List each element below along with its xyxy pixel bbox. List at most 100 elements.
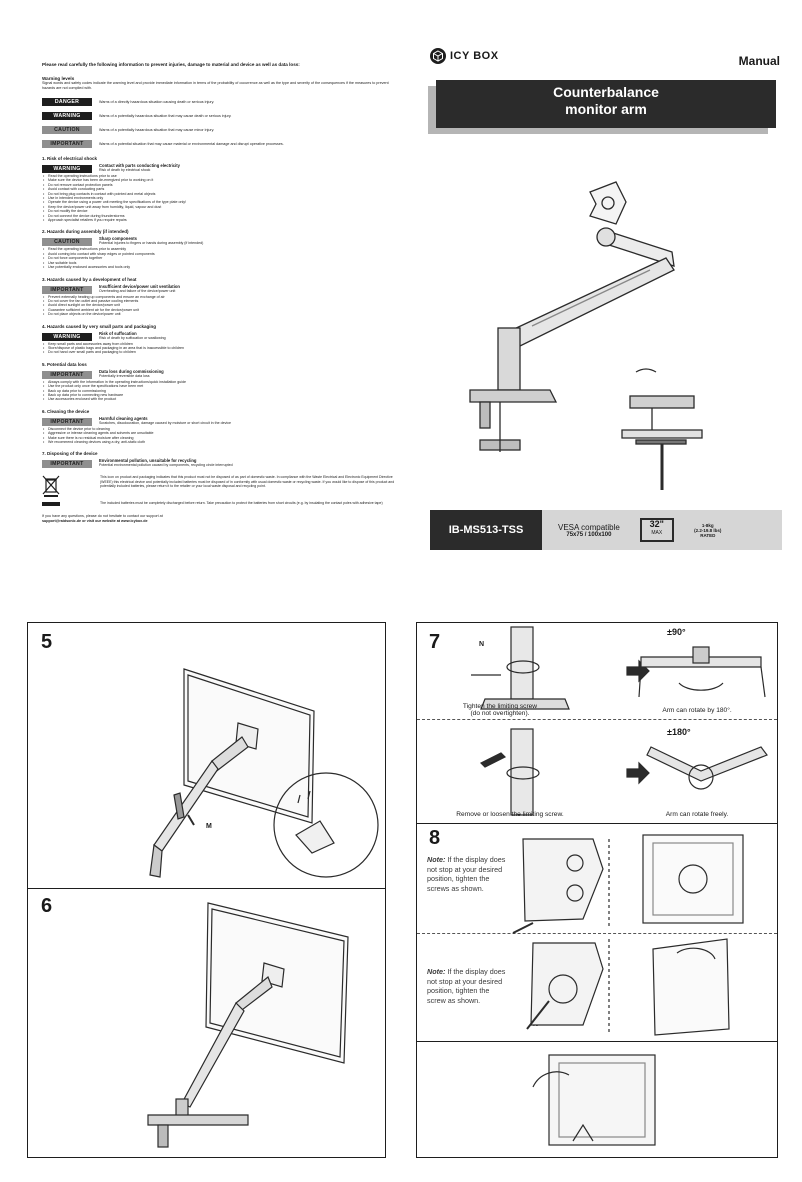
section-bullet: We recommend cleaning devices using a dr… [43, 440, 402, 445]
caption-tighten-line-1: Tighten the limiting screw [462, 703, 538, 710]
warning-level-label: WARNING [42, 112, 92, 120]
screen-size: 32" [649, 519, 664, 529]
cube-logo-icon [430, 48, 446, 64]
section-signal-label: IMPORTANT [42, 417, 92, 426]
step-7-caption-tighten: Tighten the limiting screw (do not overt… [425, 703, 575, 717]
safety-information: Please read carefully the following info… [42, 62, 402, 524]
section-bullet: Use potentially enclosed accessories and… [43, 265, 402, 270]
section-hazard-head: Data loss during commissioning [99, 368, 164, 374]
section-bullet: Do not hand over small parts and packagi… [43, 350, 402, 355]
step-8-number: 8 [429, 827, 441, 849]
product-info-bar: IB-MS513-TSS VESA compatible 75x75 / 100… [430, 510, 782, 550]
title-line-1: Counterbalance [553, 84, 659, 100]
section-bullet: Operate the device using a power unit me… [43, 200, 402, 205]
brand-logo: ICY BOX [430, 48, 499, 64]
section-bullet: Do not remove contact protection panels [43, 183, 402, 188]
section-signal-label: CAUTION [42, 238, 92, 247]
brand-name: ICY BOX [450, 50, 499, 62]
section-bullet: Avoid contact with conducting parts [43, 187, 402, 192]
section-hazard-sub: Potential environmental pollution caused… [99, 463, 233, 468]
section-bullet: Make sure the device has been de-energiz… [43, 178, 402, 183]
title-line-2: monitor arm [565, 101, 647, 117]
section-bullet: Do not cover the fan outlet and passive … [43, 299, 402, 304]
step-8-dashed-divider [417, 933, 777, 934]
step-7-dashed-divider [417, 719, 777, 720]
section-bullets: Keep small parts and accessories away fr… [42, 342, 402, 356]
safety-section: 4. Hazards caused by very small parts an… [42, 324, 402, 355]
caption-rotate-freely: Arm can rotate freely. [665, 811, 729, 818]
safety-section: 2. Hazards during assembly (if intended)… [42, 229, 402, 270]
section-bullet: Keep small parts and accessories away fr… [43, 342, 402, 347]
section-title: 5. Potential data loss [42, 361, 87, 367]
section-bullet: Prevent externally heating up components… [43, 295, 402, 300]
section-bullet: Keep the device/power unit away from hum… [43, 205, 402, 210]
support-contact: If you have any questions, please do not… [42, 514, 402, 524]
steps-7-8-panel: 7 N ±90° ±180° Tighten the limiting scre… [416, 622, 778, 1158]
section-title: 6. Cleaning the device [42, 408, 90, 414]
label-m: M [206, 823, 212, 830]
crossed-bin-icon [42, 476, 60, 498]
caption-tighten-line-2: (do not overtighten). [470, 710, 530, 717]
warning-level-label: DANGER [42, 98, 92, 106]
section-bullets: Read the operating instructions prior to… [42, 247, 402, 269]
battery-bar-icon [42, 501, 60, 506]
section-title: 7. Disposing of the device [42, 451, 98, 457]
section-bullets: Prevent externally heating up components… [42, 295, 402, 317]
section-bullet: Guarantee sufficient ambient air for the… [43, 308, 402, 313]
panel-divider [28, 888, 385, 889]
section-title: 3. Hazards caused by a development of he… [42, 276, 137, 282]
section-bullet: Back up data prior to connecting new har… [43, 393, 402, 398]
warning-levels-text: Signal words and safety codes indicate t… [42, 81, 389, 90]
rotation-90-label: ±90° [667, 627, 686, 637]
section-bullet: Aggressive or intense cleaning agents an… [43, 431, 402, 436]
warning-levels-title: Warning levels [42, 76, 75, 81]
step-6-number: 6 [41, 895, 53, 917]
section-signal-label: IMPORTANT [42, 285, 92, 294]
section-bullet: Avoid coming into contact with sharp edg… [43, 252, 402, 257]
steps-5-6-panel: 5 6 M [27, 622, 386, 1158]
section-bullets: Disconnect the device prior to cleaningA… [42, 427, 402, 445]
screen-size-icon: 32" MAX [639, 518, 674, 542]
section-bullet: Do not bring plug contacts in contact wi… [43, 192, 402, 197]
section-bullet: Approach specialist retailers if you req… [43, 218, 402, 223]
vesa-line-1: VESA compatible [558, 522, 620, 532]
spec-strip: VESA compatible 75x75 / 100x100 32" MAX … [542, 510, 782, 550]
section-bullets: Read the operating instructions prior to… [42, 174, 402, 223]
section-bullet: Store/dispose of plastic bags and packag… [43, 346, 402, 351]
safety-section: 3. Hazards caused by a development of he… [42, 277, 402, 317]
step-6-illustration [147, 902, 349, 1148]
section-bullet: Use suitable tools [43, 261, 402, 266]
section-hazard-sub: Overheating and failure of the device/po… [99, 288, 176, 293]
product-title-box: Counterbalance monitor arm [436, 80, 776, 128]
section-title: 4. Hazards caused by very small parts an… [42, 323, 157, 329]
screen-max: MAX [651, 530, 663, 536]
label-n-step7: N [479, 641, 485, 648]
section-hazard-head: Risk of suffocation [99, 330, 137, 336]
vesa-line-2: 75x75 / 100x100 [566, 531, 612, 538]
section-hazard-sub: Potential injuries to fingers or hands d… [99, 241, 204, 246]
safety-intro: Please read carefully the following info… [42, 62, 300, 67]
caption-loosen-screw: Remove or loosen the limiting screw. [456, 811, 564, 818]
warning-level-text: Warns of a directly hazardous situation … [99, 100, 215, 104]
section-bullet: Do not place objects on the device/power… [43, 312, 402, 317]
caption-rotate-180: Arm can rotate by 180°. [662, 707, 732, 714]
warning-level-text: Warns of a potentially hazardous situati… [99, 128, 215, 132]
step-8-bottom-divider [417, 1041, 777, 1042]
section-bullet: Always comply with the information in th… [43, 380, 402, 385]
section-bullet: Do not force components together [43, 256, 402, 261]
section-bullet: Do not modify the device [43, 209, 402, 214]
section-bullet: Use in intended environments only [43, 196, 402, 201]
step-7-number: 7 [429, 631, 441, 653]
weee-block: This icon on product and packaging indic… [42, 475, 402, 498]
note-a-text: If the display does not stop at your des… [427, 855, 506, 893]
